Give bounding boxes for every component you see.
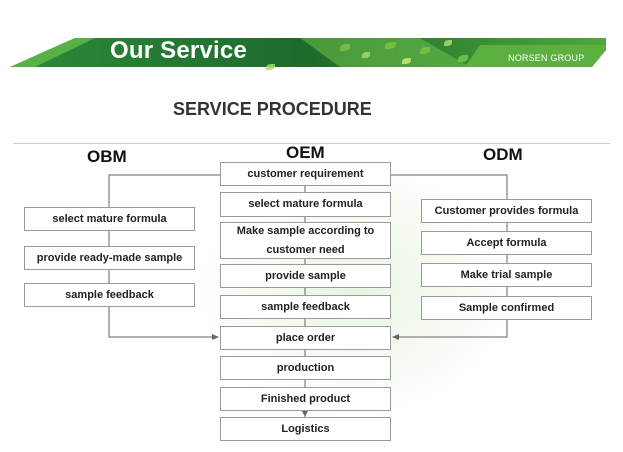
company-name: NORSEN GROUP [508,53,585,63]
arrow-head [302,411,308,417]
leaf-decoration [362,52,370,58]
odm-step-2: Accept formula [421,231,592,255]
connector-line [396,320,508,338]
odm-step-3: Make trial sample [421,263,592,287]
connector-line [108,174,220,207]
connector-line [108,306,214,338]
banner-title: Our Service [110,37,247,64]
header-divider [13,143,610,144]
obm-step-1: select mature formula [24,207,195,231]
connector-line [390,174,508,199]
oem-heading: OEM [286,143,325,162]
leaf-decoration [444,40,452,46]
obm-heading: OBM [87,147,127,166]
leaf-decoration [340,44,350,51]
odm-step-1: Customer provides formula [421,199,592,223]
header-banner: Our Service NORSEN GROUP [0,0,623,80]
obm-step-3: sample feedback [24,283,195,307]
leaf-decoration [458,55,468,62]
oem-step-2: select mature formula [220,192,391,217]
logistics-step: Logistics [220,417,391,441]
finished-product-step: Finished product [220,387,391,411]
leaf-decoration [385,42,396,49]
odm-step-4: Sample confirmed [421,296,592,320]
leaf-decoration [266,64,275,70]
oem-step-3: Make sample according to customer need [220,222,391,259]
leaf-decoration [402,58,411,64]
oem-step-5: sample feedback [220,295,391,319]
production-step: production [220,356,391,380]
obm-step-2: provide ready-made sample [24,246,195,270]
leaf-decoration [420,47,430,54]
arrow-head [392,334,399,340]
odm-heading: ODM [483,145,523,164]
place-order-step: place order [220,326,391,350]
oem-step-4: provide sample [220,264,391,288]
oem-step-1: customer requirement [220,162,391,186]
arrow-head [212,334,219,340]
